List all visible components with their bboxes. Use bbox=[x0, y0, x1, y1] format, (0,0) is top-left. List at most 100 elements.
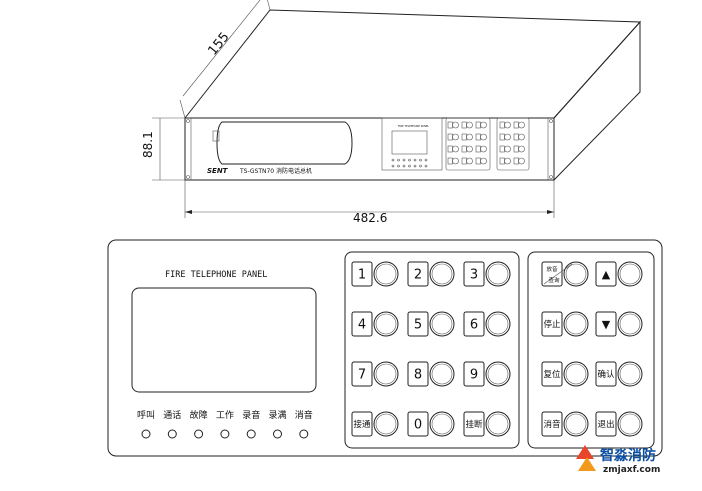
panel-title: FIRE TELEPHONE PANEL bbox=[165, 270, 267, 280]
mini-led bbox=[424, 164, 428, 168]
mini-key bbox=[499, 121, 511, 129]
keypad-key[interactable]: 2 bbox=[407, 261, 455, 287]
key-button-circle[interactable] bbox=[617, 261, 643, 287]
numeric-keypad-area bbox=[344, 251, 520, 449]
mini-key bbox=[461, 145, 473, 153]
key-label: 1 bbox=[358, 268, 366, 283]
indicator-item: 消音 bbox=[295, 409, 313, 439]
key-label: 挂断 bbox=[465, 419, 483, 430]
function-key[interactable]: 消音 bbox=[541, 411, 589, 437]
mini-key bbox=[513, 145, 525, 153]
mini-key bbox=[499, 157, 511, 165]
mini-key bbox=[475, 145, 487, 153]
key-button-circle[interactable] bbox=[373, 311, 399, 337]
keypad-key[interactable]: 5 bbox=[407, 311, 455, 337]
key-label: 接通 bbox=[353, 419, 371, 430]
key-button-circle[interactable] bbox=[563, 411, 589, 437]
keypad-key[interactable]: 7 bbox=[351, 361, 399, 387]
mini-led bbox=[419, 158, 422, 162]
watermark-logo-icon bbox=[576, 445, 596, 471]
indicator-label: 消音 bbox=[295, 409, 313, 421]
keypad-key[interactable]: 9 bbox=[463, 361, 511, 387]
keypad-key[interactable]: 0 bbox=[407, 411, 455, 437]
key-button-circle[interactable] bbox=[429, 261, 455, 287]
mini-key bbox=[447, 145, 459, 153]
indicator-led bbox=[273, 429, 282, 439]
key-button-circle[interactable] bbox=[563, 311, 589, 337]
key-button-circle[interactable] bbox=[485, 361, 511, 387]
key-label: 7 bbox=[358, 368, 366, 383]
function-key[interactable]: 退出 bbox=[595, 411, 643, 437]
key-button-circle[interactable] bbox=[617, 411, 643, 437]
key-label: 2 bbox=[414, 268, 422, 283]
key-button-circle[interactable] bbox=[429, 311, 455, 337]
key-label: 5 bbox=[414, 318, 422, 333]
mini-key bbox=[513, 157, 525, 165]
key-label: 6 bbox=[470, 318, 478, 333]
keypad-key[interactable]: 3 bbox=[463, 261, 511, 287]
key-label: ▲ bbox=[602, 268, 611, 281]
key-button-circle[interactable] bbox=[373, 261, 399, 287]
key-button-circle[interactable] bbox=[373, 361, 399, 387]
function-key[interactable]: 停止 bbox=[541, 311, 589, 337]
handset-shape bbox=[216, 121, 353, 165]
key-button-circle[interactable] bbox=[485, 261, 511, 287]
keypad-key[interactable]: 1 bbox=[351, 261, 399, 287]
mini-led bbox=[424, 158, 428, 162]
key-button-circle[interactable] bbox=[429, 361, 455, 387]
function-keypad-area bbox=[527, 251, 655, 449]
key-button-circle[interactable] bbox=[485, 411, 511, 437]
key-button-circle[interactable] bbox=[563, 261, 589, 287]
mini-led bbox=[408, 158, 411, 162]
key-button-circle[interactable] bbox=[429, 411, 455, 437]
indicator-led bbox=[299, 429, 309, 439]
model-label: TS-GSTN70 消防电话总机 bbox=[239, 167, 312, 175]
key-label: 消音 bbox=[543, 419, 561, 430]
mini-key bbox=[447, 121, 459, 129]
indicator-label: 录满 bbox=[268, 410, 286, 421]
key-label: ▼ bbox=[602, 318, 611, 331]
function-key[interactable]: 复位 bbox=[541, 361, 589, 387]
keypad-key[interactable]: 挂断 bbox=[463, 411, 511, 437]
indicator-item: 呼叫 bbox=[137, 410, 155, 439]
indicator-led bbox=[167, 429, 177, 439]
mini-key bbox=[461, 121, 473, 129]
mini-key bbox=[499, 145, 511, 153]
indicator-item: 工作 bbox=[216, 409, 234, 439]
key-button-circle[interactable] bbox=[373, 411, 399, 437]
key-label: 8 bbox=[414, 368, 422, 383]
watermark: 智淼消防 zmjaxf.com bbox=[576, 445, 660, 475]
function-key[interactable]: 确认 bbox=[595, 361, 643, 387]
key-label: 查询 bbox=[548, 276, 560, 284]
key-label: 复位 bbox=[543, 369, 561, 380]
key-button-circle[interactable] bbox=[485, 311, 511, 337]
indicator-label: 故障 bbox=[190, 409, 208, 421]
mini-key bbox=[475, 121, 487, 129]
mini-key bbox=[475, 157, 487, 165]
key-button-circle[interactable] bbox=[563, 361, 589, 387]
mini-key bbox=[513, 133, 525, 141]
mini-key bbox=[461, 133, 473, 141]
mini-led bbox=[397, 158, 400, 162]
mini-led bbox=[419, 164, 422, 168]
mini-key bbox=[447, 157, 459, 165]
mini-led bbox=[413, 158, 417, 162]
function-key[interactable]: ▼ bbox=[595, 311, 643, 337]
mini-led bbox=[391, 164, 395, 168]
function-key[interactable]: ▲ bbox=[595, 261, 643, 287]
key-button-circle[interactable] bbox=[617, 311, 643, 337]
indicator-led bbox=[141, 429, 151, 439]
mini-led bbox=[402, 164, 406, 168]
keypad-key[interactable]: 8 bbox=[407, 361, 455, 387]
key-button-circle[interactable] bbox=[617, 361, 643, 387]
isometric-view: SENT TS-GSTN70 消防电话总机 FIRE TELEPHONE PAN… bbox=[141, 0, 642, 225]
keypad-key[interactable]: 4 bbox=[351, 311, 399, 337]
key-label: 4 bbox=[358, 318, 366, 333]
mini-led bbox=[402, 158, 406, 162]
indicator-item: 故障 bbox=[190, 409, 208, 439]
keypad-key[interactable]: 接通 bbox=[351, 411, 399, 437]
keypad-key[interactable]: 6 bbox=[463, 311, 511, 337]
